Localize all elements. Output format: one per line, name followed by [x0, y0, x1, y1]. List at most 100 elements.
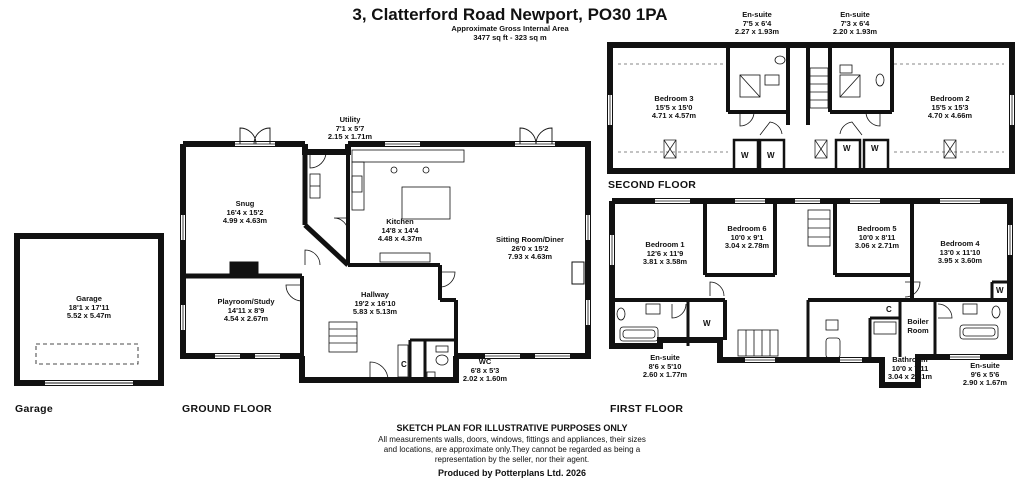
room-playroom-study: Playroom/Study 14'11 x 8'9 4.54 x 2.67m	[196, 297, 296, 324]
room-imperial: 6'8 x 5'3	[470, 365, 500, 375]
second-floor-plan	[607, 42, 1015, 174]
wardrobe-mark: W	[767, 151, 775, 160]
room-ensuite-4: En-suite 9'6 x 5'6 2.90 x 1.67m	[950, 361, 1020, 388]
room-imperial: 7'1 x 5'7	[335, 123, 365, 133]
property-title: 3, Clatterford Road Newport, PO30 1PA	[352, 5, 668, 24]
first-floor-plan	[609, 198, 1013, 388]
room-metric: 2.20 x 1.93m	[832, 27, 878, 37]
room-bedroom-5: Bedroom 5 10'0 x 8'11 3.06 x 2.71m	[837, 224, 917, 251]
floor-label-second: SECOND FLOOR	[608, 179, 697, 191]
room-imperial: 7'3 x 6'4	[840, 18, 870, 28]
room-metric: 2.02 x 1.60m	[462, 374, 508, 384]
area-label: Approximate Gross Internal Area	[451, 24, 569, 33]
room-metric: 4.71 x 4.57m	[651, 111, 697, 121]
producer-credit: Produced by Potterplans Ltd. 2026	[437, 468, 587, 478]
floor-label-garage: Garage	[15, 403, 53, 415]
room-snug: Snug 16'4 x 15'2 4.99 x 4.63m	[200, 199, 290, 226]
room-imperial: 15'5 x 15'0	[655, 102, 693, 112]
room-name: Garage	[76, 294, 102, 303]
room-ensuite-3: En-suite 7'5 x 6'4 2.27 x 1.93m	[722, 10, 792, 37]
room-imperial: 18'1 x 17'11	[68, 302, 110, 312]
room-name: Bedroom 5	[857, 224, 897, 233]
room-metric: 3.95 x 3.60m	[937, 256, 983, 266]
room-metric: 4.99 x 4.63m	[222, 216, 268, 226]
room-name: En-suite	[970, 361, 1000, 370]
room-metric: 2.90 x 1.67m	[962, 378, 1008, 388]
room-name: En-suite	[840, 10, 870, 19]
room-name: Bathroom	[892, 355, 928, 364]
room-ensuite-1: En-suite 8'6 x 5'10 2.60 x 1.77m	[630, 353, 700, 380]
room-metric: 3.04 x 2.41m	[887, 372, 933, 382]
room-imperial: 26'0 x 15'2	[511, 243, 549, 253]
room-name-line-2: Room	[907, 325, 929, 335]
room-name: Bedroom 6	[727, 224, 767, 233]
room-bedroom-4: Bedroom 4 13'0 x 11'10 3.95 x 3.60m	[920, 239, 1000, 266]
disclaimer-line-1: All measurements walls, doors, windows, …	[378, 435, 646, 444]
room-metric: 4.70 x 4.66m	[927, 111, 973, 121]
room-imperial: 14'8 x 14'4	[381, 225, 419, 235]
room-imperial: 7'5 x 6'4	[742, 18, 772, 28]
cupboard-mark: C	[886, 305, 892, 314]
disclaimer-heading: SKETCH PLAN FOR ILLUSTRATIVE PURPOSES ON…	[396, 423, 628, 433]
room-bathroom: Bathroom 10'0 x 7'11 3.04 x 2.41m	[875, 355, 945, 382]
room-imperial: 16'4 x 15'2	[226, 207, 264, 217]
room-imperial: 12'6 x 11'9	[646, 248, 684, 258]
room-imperial: 10'0 x 8'11	[858, 232, 896, 242]
room-metric: 4.48 x 4.37m	[377, 234, 423, 244]
room-imperial: 10'0 x 9'1	[730, 232, 764, 242]
ground-floor-plan	[180, 127, 591, 383]
room-name-line-1: Boiler	[907, 317, 929, 326]
room-bedroom-1: Bedroom 1 12'6 x 11'9 3.81 x 3.58m	[625, 240, 705, 267]
room-imperial: 15'5 x 15'3	[931, 102, 969, 112]
room-hallway: Hallway 19'2 x 16'10 5.83 x 5.13m	[330, 290, 420, 317]
room-imperial: 8'6 x 5'10	[648, 361, 682, 371]
room-bedroom-2: Bedroom 2 15'5 x 15'3 4.70 x 4.66m	[910, 94, 990, 121]
room-metric: 3.04 x 2.78m	[724, 241, 770, 251]
room-imperial: 19'2 x 16'10	[354, 298, 396, 308]
room-metric: 4.54 x 2.67m	[223, 314, 269, 324]
room-imperial: 9'6 x 5'6	[970, 369, 1000, 379]
room-name: Kitchen	[386, 217, 414, 226]
room-metric: 2.27 x 1.93m	[734, 27, 780, 37]
garage-plan	[14, 233, 164, 386]
room-bedroom-6: Bedroom 6 10'0 x 9'1 3.04 x 2.78m	[707, 224, 787, 251]
room-imperial: 14'11 x 8'9	[227, 305, 265, 315]
room-name: Hallway	[361, 290, 389, 299]
room-metric: 5.52 x 5.47m	[66, 311, 112, 321]
room-bedroom-3: Bedroom 3 15'5 x 15'0 4.71 x 4.57m	[634, 94, 714, 121]
room-imperial: 10'0 x 7'11	[891, 363, 929, 373]
room-metric: 3.06 x 2.71m	[854, 241, 900, 251]
room-metric: 7.93 x 4.63m	[507, 252, 553, 262]
room-metric: 3.81 x 3.58m	[642, 257, 688, 267]
room-name: Playroom/Study	[217, 297, 275, 306]
room-ensuite-2: En-suite 7'3 x 6'4 2.20 x 1.93m	[820, 10, 890, 37]
room-name: Snug	[235, 199, 255, 208]
room-name: Bedroom 3	[654, 94, 694, 103]
room-metric: 5.83 x 5.13m	[352, 307, 398, 317]
area-value: 3477 sq ft - 323 sq m	[473, 33, 547, 42]
wardrobe-mark: W	[996, 286, 1004, 295]
room-name: Bedroom 1	[645, 240, 685, 249]
room-imperial: 13'0 x 11'10	[939, 247, 981, 257]
wardrobe-mark: W	[703, 319, 711, 328]
room-metric: 2.15 x 1.71m	[327, 132, 373, 142]
wardrobe-mark: W	[871, 144, 879, 153]
room-name: Utility	[339, 115, 361, 124]
room-utility: Utility 7'1 x 5'7 2.15 x 1.71m	[315, 115, 385, 142]
room-name: Bedroom 4	[940, 239, 980, 248]
disclaimer-line-2: and locations, are approximate only.They…	[383, 445, 641, 454]
room-name: Sitting Room/Diner	[496, 235, 564, 244]
room-name: En-suite	[650, 353, 680, 362]
floor-label-first: FIRST FLOOR	[610, 403, 684, 415]
room-name: Bedroom 2	[930, 94, 970, 103]
wardrobe-mark: W	[741, 151, 749, 160]
room-name: WC	[478, 357, 492, 366]
room-garage: Garage 18'1 x 17'11 5.52 x 5.47m	[39, 294, 139, 321]
wardrobe-mark: W	[843, 144, 851, 153]
room-wc: WC 6'8 x 5'3 2.02 x 1.60m	[455, 357, 515, 384]
room-name: En-suite	[742, 10, 772, 19]
cupboard-mark: C	[401, 360, 407, 369]
floor-label-ground: GROUND FLOOR	[182, 403, 272, 415]
room-sitting-diner: Sitting Room/Diner 26'0 x 15'2 7.93 x 4.…	[475, 235, 585, 262]
